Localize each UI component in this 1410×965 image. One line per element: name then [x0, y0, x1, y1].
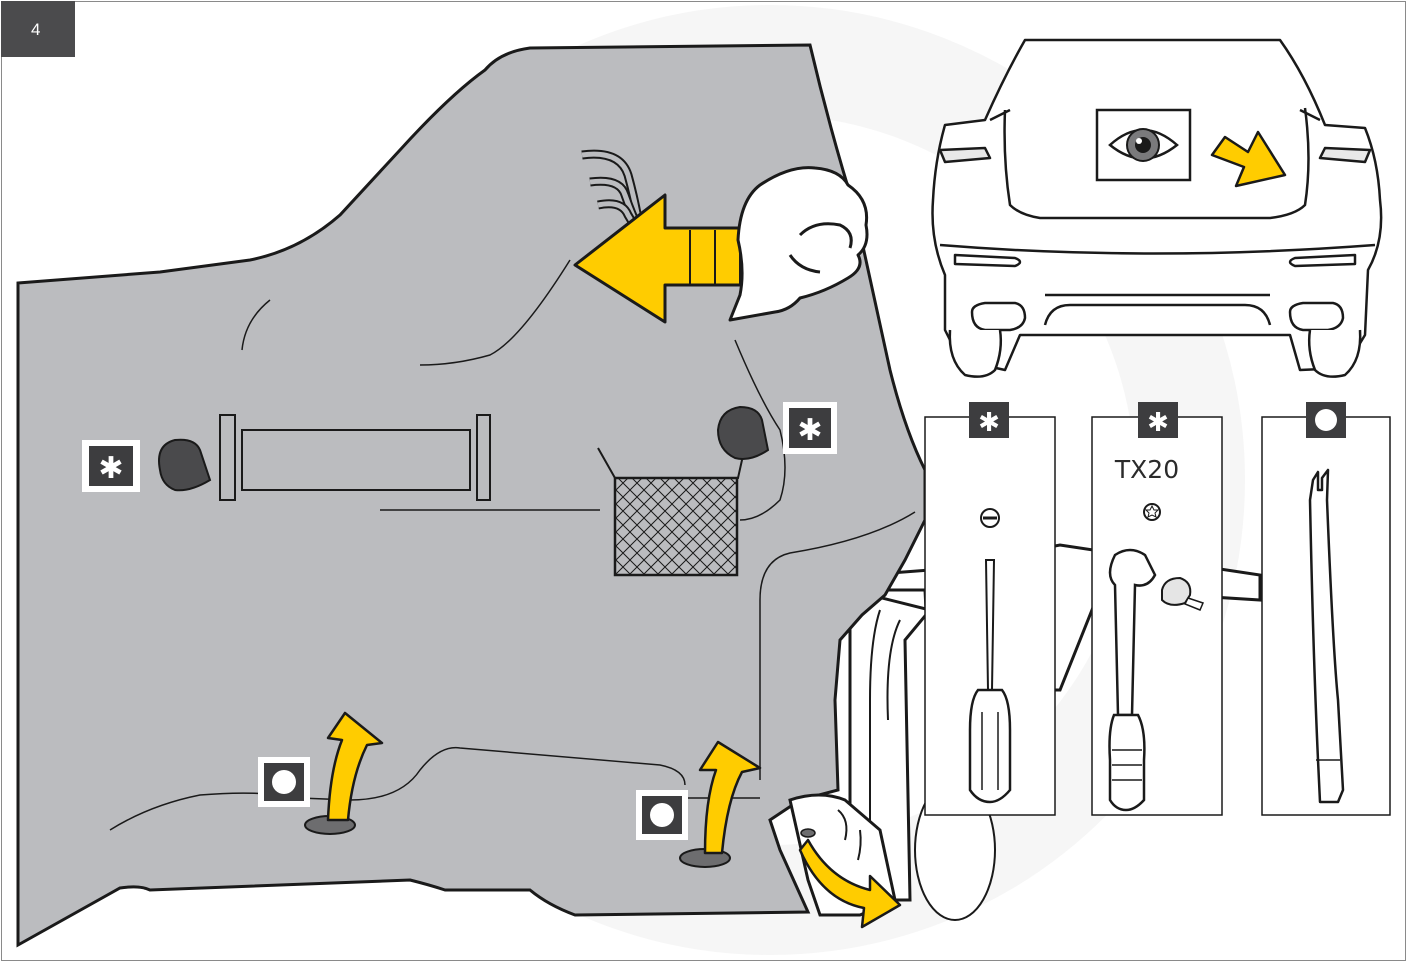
tool-panel-trim-tool: [1262, 402, 1390, 815]
fastener-cap-right: [718, 407, 768, 459]
circle-marker-left: [258, 757, 310, 807]
svg-text:✱: ✱: [797, 413, 822, 448]
car-rear-view: [933, 40, 1382, 377]
tool-panel-torx: ✱ TX20: [1092, 402, 1222, 815]
circle-marker-right: [636, 790, 688, 840]
svg-text:✱: ✱: [1147, 408, 1169, 438]
svg-text:✱: ✱: [978, 408, 1000, 438]
star-marker-right: ✱: [783, 402, 837, 454]
tool-panel-screwdriver: ✱: [925, 402, 1055, 815]
eye-icon: [1097, 110, 1190, 180]
star-marker-left: ✱: [82, 440, 140, 492]
step-number-badge: 4: [1, 1, 75, 57]
torx-size-label: TX20: [1114, 455, 1179, 484]
svg-text:✱: ✱: [98, 451, 123, 486]
